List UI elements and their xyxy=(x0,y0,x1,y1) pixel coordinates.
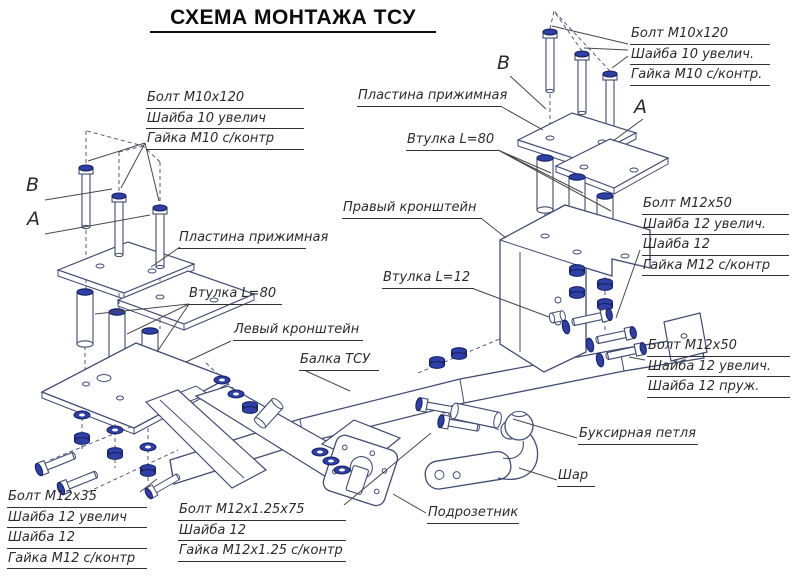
callout-bushing80-right: Втулка L=80 xyxy=(406,130,498,151)
callout-plate-left: Пластина прижимная xyxy=(178,228,328,249)
callout-bushing80-left: Втулка L=80 xyxy=(188,284,282,305)
callout-bolt-m10-left: Болт М10х120 Шайба 10 увелич Гайка М10 с… xyxy=(146,88,304,150)
callout-line: Болт М10х120 xyxy=(630,24,770,45)
callout-line: Шайба 12 пруж. xyxy=(647,377,790,398)
marker-b-right: В xyxy=(497,52,511,74)
callout-line: Шайба 12 увелич. xyxy=(642,215,789,235)
callout-line: Болт М12х1.25х75 xyxy=(178,500,346,521)
callout-socket-plate: Подрозетник xyxy=(427,503,519,524)
callout-line: Пластина прижимная xyxy=(178,228,328,249)
callout-line: Шайба 10 увелич. xyxy=(630,45,770,65)
callout-right-bracket: Правый кронштейн xyxy=(342,198,482,219)
callout-left-bracket: Левый кронштейн xyxy=(233,320,363,341)
callout-bolt-m12x50-top: Болт М12х50 Шайба 12 увелич. Шайба 12 Га… xyxy=(642,194,789,276)
callout-line: Подрозетник xyxy=(427,503,519,524)
callout-plate-right: Пластина прижимная xyxy=(357,86,507,107)
callout-tow-loop: Буксирная петля xyxy=(578,424,698,445)
bolts-m12x50 xyxy=(548,307,648,368)
callout-line: Гайка М12х1.25 с/контр xyxy=(178,541,346,562)
callout-line: Втулка L=80 xyxy=(406,130,498,151)
callout-line: Болт М12х50 xyxy=(647,336,790,357)
callout-line: Шайба 12 xyxy=(642,235,789,256)
callout-line: Втулка L=12 xyxy=(382,268,474,289)
callout-bolt-m10-right: Болт М10х120 Шайба 10 увелич. Гайка М10 … xyxy=(630,24,770,86)
callout-line: Шайба 12 увелич xyxy=(7,508,147,528)
callout-bolt-m12x50-bottom: Болт М12х50 Шайба 12 увелич. Шайба 12 пр… xyxy=(647,336,790,398)
callout-line: Шайба 12 xyxy=(178,521,346,541)
page-title: СХЕМА МОНТАЖА ТСУ xyxy=(150,6,436,33)
callout-line: Болт М12х50 xyxy=(642,194,789,215)
callout-line: Буксирная петля xyxy=(578,424,698,445)
leader-lines xyxy=(44,25,646,514)
callout-line: Гайка М12 с/контр xyxy=(7,549,147,569)
spacer-and-washers xyxy=(213,375,284,429)
callout-bushing12: Втулка L=12 xyxy=(382,268,474,289)
beam-nuts xyxy=(429,347,467,369)
socket-plate-part xyxy=(322,434,399,507)
callout-line: Болт М12х35 xyxy=(7,487,147,508)
marker-a-left: А xyxy=(27,208,40,230)
callout-line: Гайка М10 с/контр. xyxy=(630,65,770,86)
tow-ball-part xyxy=(424,411,539,490)
callout-line: Гайка М12 с/контр xyxy=(642,256,789,276)
callout-line: Левый кронштейн xyxy=(233,320,363,341)
callout-line: Шайба 12 увелич. xyxy=(647,357,790,377)
marker-a-right: А xyxy=(634,96,647,118)
callout-bolt-m12x125x75: Болт М12х1.25х75 Шайба 12 Гайка М12х1.25… xyxy=(178,500,346,562)
callout-line: Гайка М10 с/контр xyxy=(146,129,304,150)
callout-line: Шайба 10 увелич xyxy=(146,109,304,129)
callout-bolt-m12x35: Болт М12х35 Шайба 12 увелич Шайба 12 Гай… xyxy=(7,487,147,569)
callout-line: Пластина прижимная xyxy=(357,86,507,107)
callout-beam: Балка ТСУ xyxy=(299,350,379,371)
callout-line: Шайба 12 xyxy=(7,528,147,549)
callout-line: Балка ТСУ xyxy=(299,350,379,371)
callout-line: Болт М10х120 xyxy=(146,88,304,109)
callout-line: Правый кронштейн xyxy=(342,198,482,219)
callout-line: Шар xyxy=(557,466,595,487)
marker-b-left: В xyxy=(26,174,40,196)
callout-ball: Шар xyxy=(557,466,595,487)
callout-line: Втулка L=80 xyxy=(188,284,282,305)
